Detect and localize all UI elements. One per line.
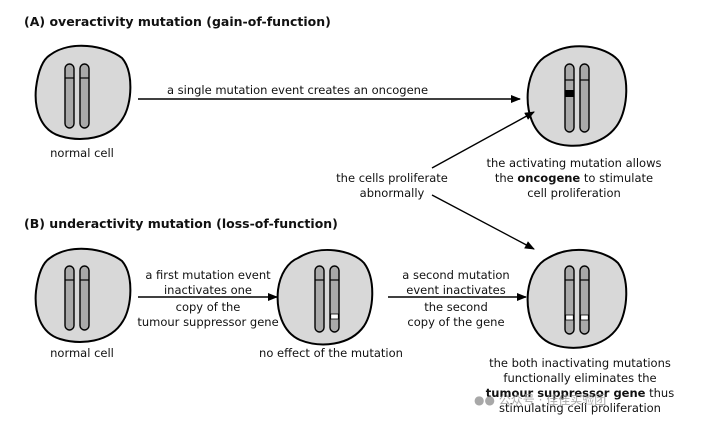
double-mutation-cell [526, 249, 628, 349]
chromosome [64, 63, 75, 129]
tumour-suppressor-term: tumour suppressor gene [485, 386, 646, 400]
oncogene-result-line2: the oncogene to stimulate [494, 171, 654, 185]
chromosome [564, 63, 575, 133]
chromosome [579, 63, 590, 133]
chromosome [64, 265, 75, 331]
chromosome [579, 265, 590, 335]
wechat-icon: ●● [474, 393, 495, 407]
inactivating-mutation-mark [330, 313, 339, 320]
inactivating-mutation-mark [580, 314, 589, 321]
normal-cell-b [34, 247, 132, 343]
oncogene-result-label: the activating mutation allows the oncog… [470, 156, 678, 201]
no-effect-label: no effect of the mutation [259, 346, 403, 360]
proliferate-label: the cells proliferate abnormally [336, 171, 448, 200]
chromosome [314, 265, 325, 333]
normal-cell-b-label: normal cell [50, 346, 114, 360]
watermark: ●● 公众号 · 佳佳实验团 [474, 393, 607, 407]
tumour-suppressor-result-label: the both inactivating mutations function… [485, 356, 675, 415]
second-event-label: a second mutation event inactivates [402, 268, 510, 297]
oncogene-term: oncogene [517, 171, 581, 185]
arrow-proliferate-down [431, 194, 535, 250]
panel-b-heading: (B) underactivity mutation (loss-of-func… [24, 216, 338, 231]
oncogene-result-line1: the activating mutation allows [486, 156, 662, 170]
first-event-label: a first mutation event inactivates one [145, 268, 271, 297]
first-event-label-cont: copy of the tumour suppressor gene [137, 300, 279, 329]
chromosome [79, 265, 90, 331]
arrow-proliferate-up [431, 111, 535, 169]
second-event-label-cont: the second copy of the gene [407, 300, 505, 329]
chromosome [329, 265, 340, 333]
single-mutation-cell [276, 249, 374, 346]
panel-a-heading: (A) overactivity mutation (gain-of-funct… [24, 14, 331, 29]
oncogene-cell [526, 45, 628, 147]
inactivating-mutation-mark [565, 314, 574, 321]
normal-cell-a-label: normal cell [50, 146, 114, 160]
chromosome [79, 63, 90, 129]
chromosome [564, 265, 575, 335]
normal-cell-a [34, 44, 132, 140]
activating-mutation-mark [565, 90, 574, 97]
single-mutation-label: a single mutation event creates an oncog… [166, 83, 429, 97]
oncogene-result-line3: cell proliferation [527, 186, 621, 200]
